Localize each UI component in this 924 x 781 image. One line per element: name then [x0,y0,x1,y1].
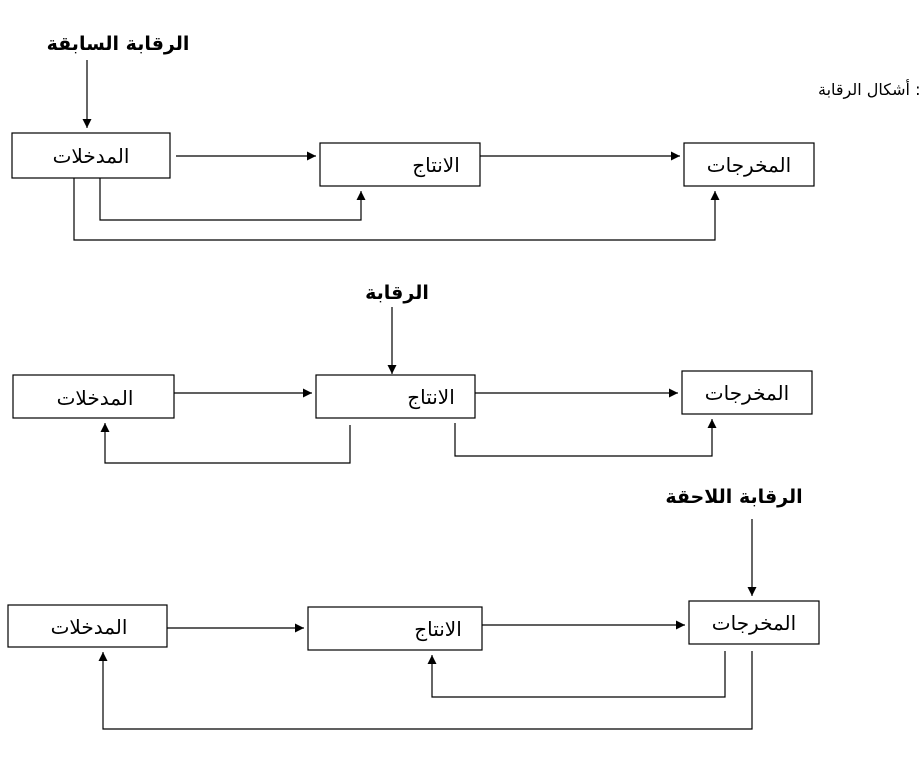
pre-control-label: الرقابة السابقة [47,33,190,55]
diagram-concurrent-control: الرقابة المدخلات الانتاج المخرجات [12,282,813,464]
inputs-box-label: المدخلات [57,386,134,410]
post-control-label: الرقابة اللاحقة [665,486,802,508]
diagram-pre-control: الرقابة السابقة المدخلات الانتاج المخرجا… [11,33,815,241]
inputs-box [12,374,175,419]
concurrent-control-label: الرقابة [365,282,429,304]
production-box-label: الانتاج [407,385,455,409]
inputs-to-production-feedforward [99,178,366,221]
inputs-box [7,604,168,648]
outputs-box-label: المخرجات [705,381,789,405]
outputs-box [681,370,813,415]
figure-caption: شكل رقم ( ٣١ ) : أشكال الرقابة [818,79,924,100]
production-to-outputs-feedforward [454,419,717,457]
production-box [319,142,481,187]
outputs-to-production-feedback [427,651,726,698]
inputs-box-label: المدخلات [53,144,130,168]
outputs-box-label: المخرجات [707,153,791,177]
outputs-box-label: المخرجات [712,611,796,635]
production-to-inputs-feedback [100,423,351,464]
production-box-label: الانتاج [414,617,462,641]
outputs-box [683,142,815,187]
diagram-post-control: الرقابة اللاحقة المدخلات الانتاج المخرجا… [7,486,820,730]
outputs-to-inputs-feedback [98,651,753,730]
inputs-to-outputs-feedforward [73,178,720,241]
outputs-box [688,600,820,645]
inputs-box [11,132,171,179]
inputs-box-label: المدخلات [51,615,128,639]
production-box [307,606,483,651]
production-box-label: الانتاج [412,153,460,177]
production-box [315,374,476,419]
